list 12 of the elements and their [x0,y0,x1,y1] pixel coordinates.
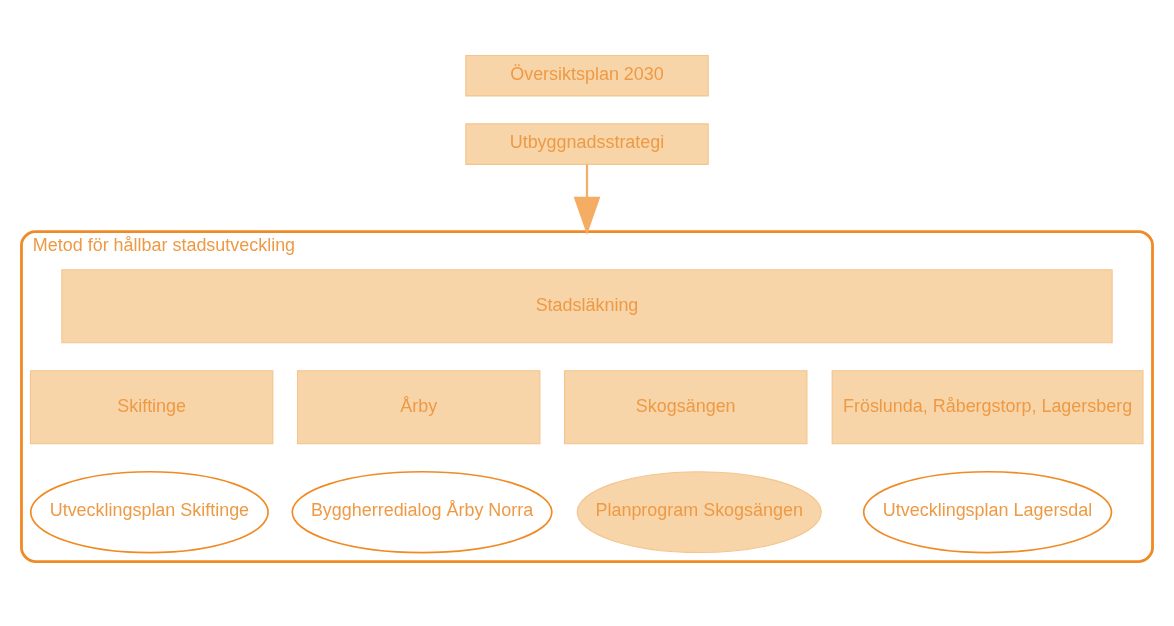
node-box: Skogsängen [564,370,808,445]
node-ellipse: Byggherredialog Årby Norra [291,470,553,554]
node-ellipse: Utvecklingsplan Skiftinge [29,470,269,554]
node-box: Skiftinge [29,370,274,445]
node-ellipse: Utvecklingsplan Lagersdal [862,470,1113,554]
arrow [573,164,601,236]
node-box: Fröslunda, Råbergstorp, Lagersberg [831,370,1144,445]
node-box: Stadsläkning [61,269,1113,344]
node-box: Utbyggnadsstrategi [465,123,709,165]
node-ellipse: Planprogram Skogsängen [576,471,822,554]
node-box: Årby [296,370,541,445]
node-box: Översiktsplan 2030 [465,54,709,97]
